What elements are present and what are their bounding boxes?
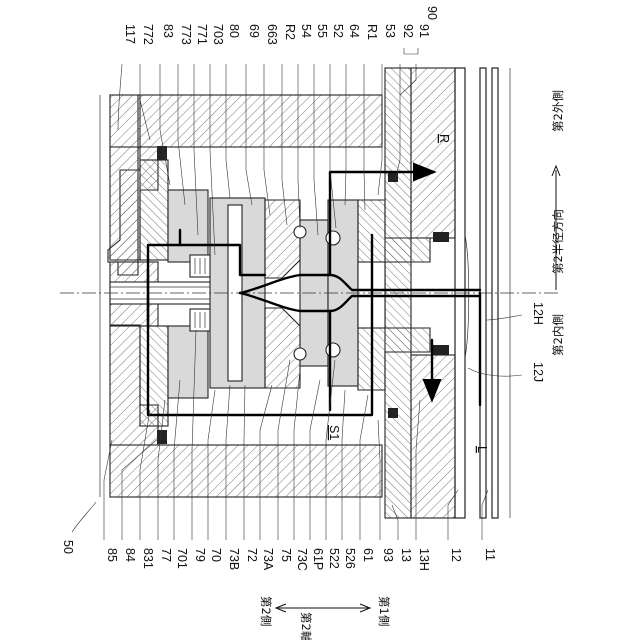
label-703: 703 (211, 24, 225, 45)
label-773: 773 (179, 24, 193, 45)
label-54: 54 (299, 24, 313, 38)
label-83: 83 (161, 24, 175, 38)
radial-direction-axis: 第2外側 第2半径方向 第2内側 (551, 90, 565, 356)
group-90-bracket (404, 48, 418, 54)
axis-axial-side2: 第2側 (259, 596, 273, 626)
label-64: 64 (347, 24, 361, 38)
label-80: 80 (227, 24, 241, 38)
label-831: 831 (141, 548, 155, 569)
label-70: 70 (209, 548, 223, 562)
label-12h: 12H (531, 302, 545, 325)
label-55: 55 (315, 24, 329, 38)
label-771: 771 (195, 24, 209, 45)
label-73c: 73C (295, 548, 309, 571)
label-72: 72 (245, 548, 259, 562)
label-91: 91 (417, 24, 431, 38)
label-61: 61 (361, 548, 375, 562)
label-79: 79 (193, 548, 207, 562)
axis-radial-outer: 第2外側 (551, 90, 565, 132)
label-13h: 13H (417, 548, 431, 571)
axis-axial-side1: 第1側 (377, 596, 391, 626)
axial-direction-axis: 第2側 第2軸方向 第1側 (259, 596, 391, 640)
axis-radial-title: 第2半径方向 (551, 209, 565, 274)
axis-axial-title: 第2軸方向 (299, 612, 313, 640)
label-12j: 12J (531, 362, 545, 382)
label-93: 93 (381, 548, 395, 562)
label-92: 92 (401, 24, 415, 38)
label-13: 13 (399, 548, 413, 562)
label-12: 12 (449, 548, 463, 562)
region-r-label: R (437, 134, 451, 143)
label-522: 522 (327, 548, 341, 569)
label-77: 77 (159, 548, 173, 562)
label-r2: R2 (283, 24, 297, 40)
label-117: 117 (123, 24, 137, 44)
label-75: 75 (279, 548, 293, 562)
label-663: 663 (265, 24, 279, 45)
label-526: 526 (343, 548, 357, 569)
label-85: 85 (105, 548, 119, 562)
label-52: 52 (331, 24, 345, 38)
label-69: 69 (247, 24, 261, 38)
label-772: 772 (141, 24, 155, 45)
label-r1: R1 (365, 24, 379, 40)
figure-ref-50: 50 (61, 502, 96, 554)
label-53: 53 (383, 24, 397, 38)
label-61p: 61P (311, 548, 325, 570)
region-l-label: L (475, 446, 489, 453)
axis-radial-inner: 第2内側 (551, 314, 565, 356)
label-73b: 73B (227, 548, 241, 570)
label-90: 90 (425, 6, 439, 20)
figure-number: 50 (61, 540, 75, 554)
label-701: 701 (175, 548, 189, 569)
label-73a: 73A (261, 548, 275, 571)
label-11: 11 (483, 548, 497, 561)
region-s1-label: S1 (327, 425, 341, 440)
label-84: 84 (123, 548, 137, 562)
